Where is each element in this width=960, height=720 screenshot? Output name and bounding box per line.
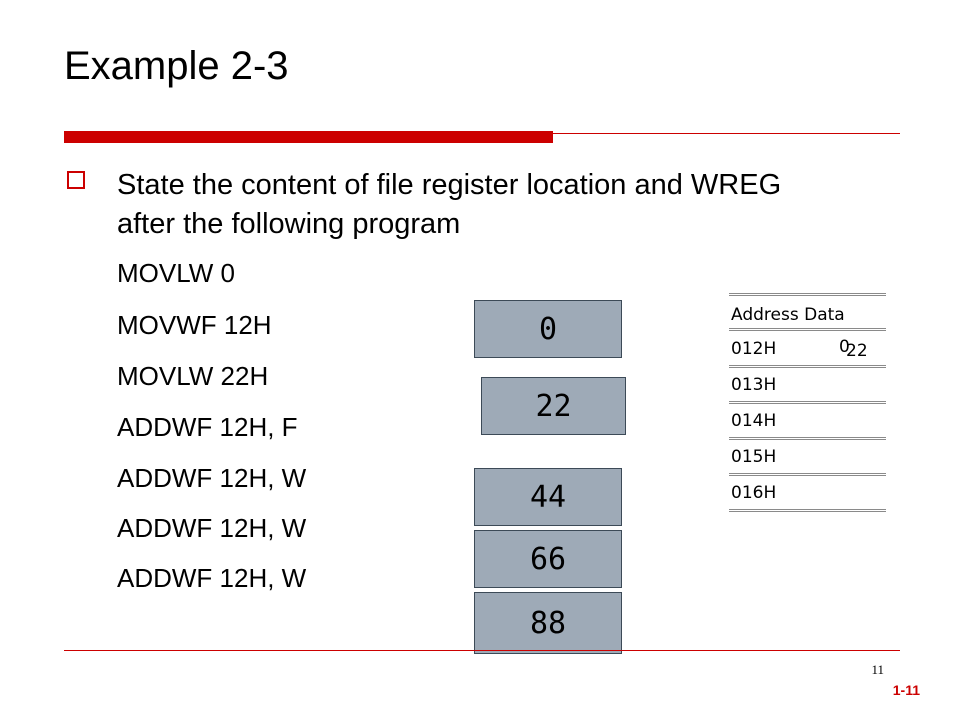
memory-address: 015H — [731, 447, 777, 467]
table-rule — [729, 473, 886, 476]
table-rule — [729, 401, 886, 404]
slide-title: Example 2-3 — [64, 44, 289, 88]
footer-rule — [64, 650, 900, 651]
wreg-value-box: 44 — [474, 468, 622, 526]
title-accent-bar — [64, 131, 553, 143]
program-line: MOVLW 22H — [117, 361, 269, 391]
program-line: MOVLW 0 — [117, 258, 235, 288]
wreg-value-box: 22 — [481, 377, 626, 435]
program-line: MOVWF 12H — [117, 310, 272, 340]
memory-address: 013H — [731, 375, 777, 395]
wreg-value-box: 0 — [474, 300, 622, 358]
title-accent-line — [553, 133, 900, 134]
table-rule — [729, 328, 886, 331]
program-line: ADDWF 12H, W — [117, 463, 307, 493]
wreg-value-box: 88 — [474, 592, 622, 654]
question-text: State the content of file register locat… — [117, 169, 782, 240]
table-rule — [729, 365, 886, 368]
program-line: ADDWF 12H, W — [117, 563, 307, 593]
memory-table-header: Address Data — [731, 305, 845, 325]
program-line: ADDWF 12H, F — [117, 412, 298, 442]
program-line: ADDWF 12H, W — [117, 513, 307, 543]
table-rule — [729, 293, 886, 296]
table-rule — [729, 509, 886, 512]
table-rule — [729, 437, 886, 440]
memory-address: 016H — [731, 483, 777, 503]
bullet-square-icon — [67, 171, 85, 189]
memory-address: 012H — [731, 339, 777, 359]
page-number: 11 — [871, 662, 884, 677]
memory-address: 014H — [731, 411, 777, 431]
slide-id: 1-11 — [892, 682, 920, 698]
memory-data-old: 0 — [839, 337, 850, 357]
memory-data-new: 22 — [846, 341, 868, 361]
wreg-value-box: 66 — [474, 530, 622, 588]
